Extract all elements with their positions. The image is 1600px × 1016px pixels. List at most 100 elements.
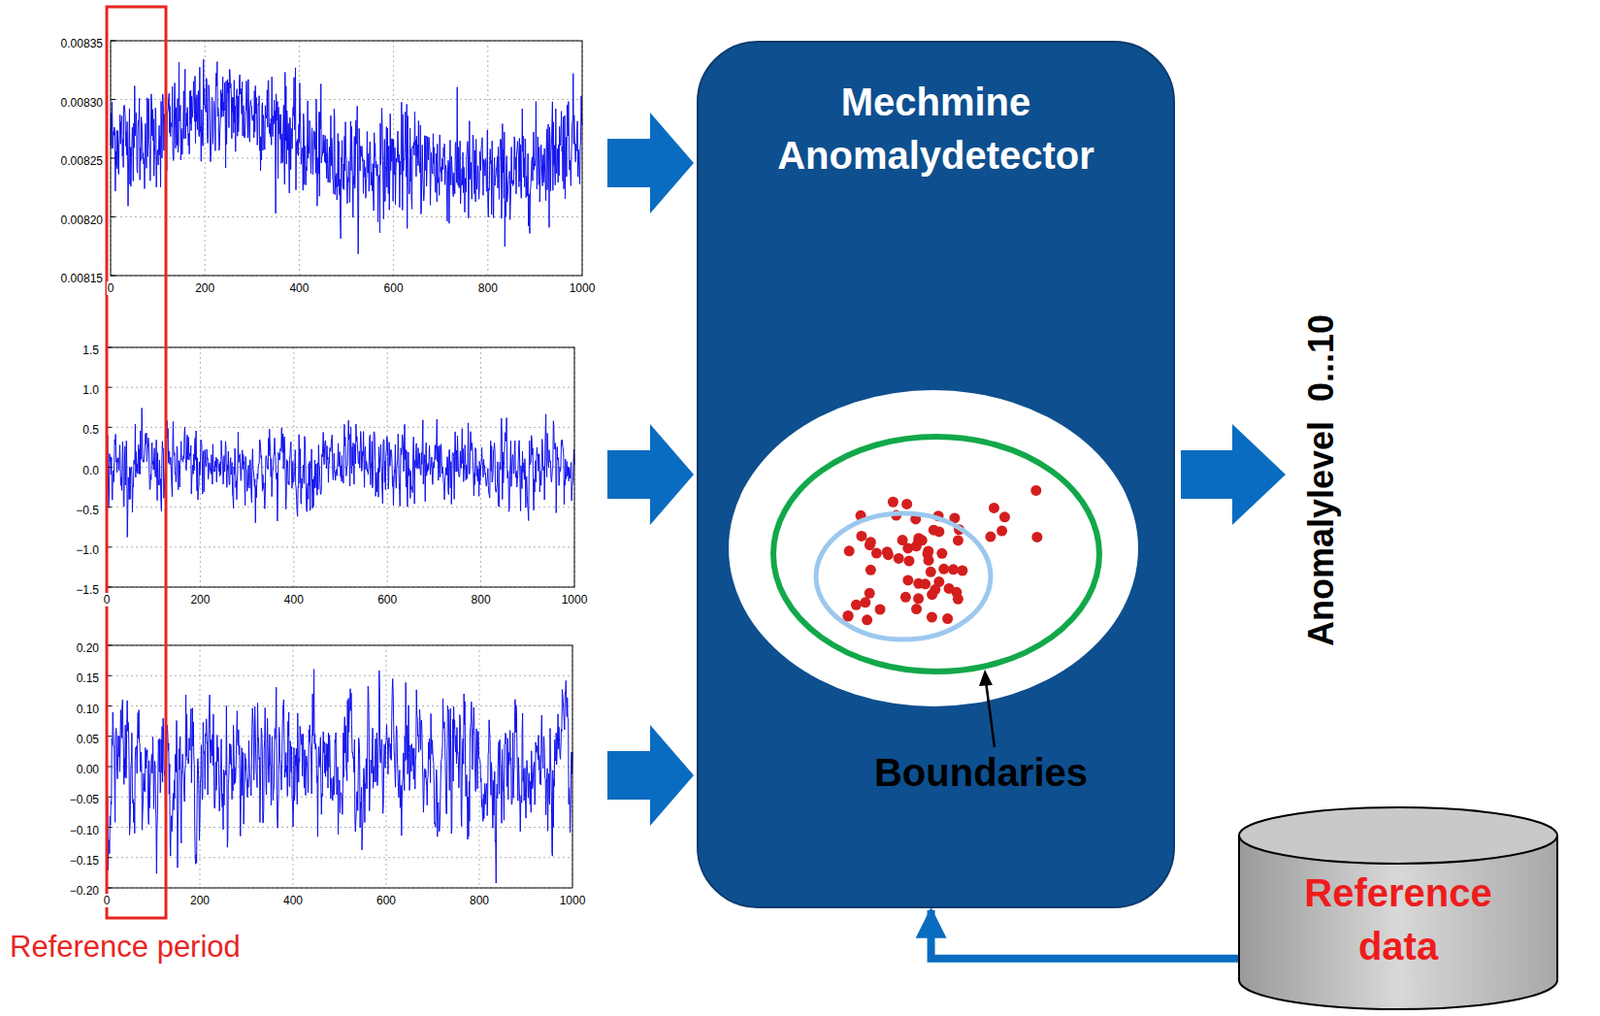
leader-arrowhead	[979, 669, 993, 686]
grid-line	[386, 645, 388, 888]
data-point	[926, 611, 938, 622]
grid-line	[106, 675, 573, 677]
tick-mark	[110, 216, 116, 218]
data-point	[952, 534, 964, 546]
data-point	[893, 553, 905, 564]
tick-mark	[110, 40, 116, 42]
data-point	[911, 603, 922, 615]
grid-line	[106, 387, 575, 389]
data-point	[864, 587, 876, 599]
axis-tick-label: 800	[477, 281, 499, 295]
axis-tick-label: 1.5	[81, 343, 100, 358]
axis-tick-label: 800	[468, 893, 490, 908]
cylinder-label: Reference data	[1267, 866, 1530, 974]
axis-tick-label: 800	[470, 592, 492, 607]
axis-tick-label: 1.0	[81, 383, 100, 397]
data-point	[887, 496, 899, 508]
axis-tick-label: 200	[189, 592, 211, 607]
data-point	[925, 566, 937, 578]
axis-tick-label: 400	[282, 893, 304, 908]
data-point	[933, 576, 945, 588]
data-point	[902, 574, 914, 586]
input-arrow	[607, 424, 694, 525]
data-point	[855, 530, 867, 542]
axis-tick-label: 0.00820	[60, 213, 104, 228]
grid-line	[106, 856, 573, 858]
data-point	[923, 555, 935, 566]
database-cylinder: Reference data	[1238, 806, 1559, 1010]
data-point	[938, 563, 949, 575]
signal-trace	[106, 669, 573, 883]
axis-tick-label: 0.5	[81, 423, 100, 437]
axis-tick-label: −0.5	[74, 503, 100, 518]
axis-tick-label: 0	[106, 281, 116, 295]
axis-tick-label: 0.10	[75, 702, 100, 717]
data-point	[859, 596, 871, 608]
data-point	[999, 511, 1011, 523]
plot-frame	[110, 40, 583, 276]
data-point	[944, 583, 955, 594]
axis-tick-label: 0.05	[75, 732, 100, 747]
tick-mark	[110, 158, 116, 160]
axis-tick-label: 600	[376, 592, 398, 607]
axis-tick-label: 600	[375, 893, 397, 908]
data-point	[844, 545, 855, 556]
axis-tick-label: 200	[194, 281, 216, 295]
plot	[106, 645, 573, 888]
axis-tick-label: 0.00835	[60, 36, 104, 51]
tick-mark	[110, 98, 116, 100]
axis-tick-label: 0.00815	[60, 271, 104, 286]
axis-tick-label: 0.15	[75, 671, 100, 686]
axis-tick-label: 0.00830	[60, 96, 104, 110]
data-point	[913, 578, 924, 589]
signal-trace	[110, 59, 583, 255]
data-point	[865, 564, 877, 576]
data-point	[956, 564, 968, 576]
axis-tick-label: −1.5	[74, 583, 100, 597]
grid-line	[479, 645, 481, 888]
data-point	[1030, 485, 1042, 496]
data-point	[900, 591, 912, 603]
grid-line	[199, 645, 201, 888]
plot-frame	[106, 347, 575, 588]
data-point	[871, 548, 882, 559]
grid-line	[106, 426, 575, 428]
axis-tick-label: −0.05	[68, 792, 100, 807]
axis-tick-label: 400	[283, 592, 305, 607]
signal-trace	[106, 408, 575, 538]
leader-line	[985, 681, 995, 748]
axis-tick-label: 1000	[560, 592, 589, 607]
input-arrow	[607, 724, 694, 826]
axis-tick-label: −0.15	[68, 853, 100, 868]
data-point	[874, 604, 885, 616]
axis-tick-label: −0.20	[68, 883, 100, 898]
data-point	[936, 548, 947, 559]
axis-tick-label: 1000	[558, 893, 588, 908]
box-fill	[697, 41, 1175, 908]
axis-tick-label: 0.00	[75, 762, 100, 777]
axis-tick-label: 0.00825	[60, 154, 104, 168]
axis-tick-label: 0.20	[75, 641, 100, 655]
axis-tick-label: 200	[189, 893, 211, 908]
axis-tick-label: 0	[102, 592, 112, 607]
data-point	[996, 525, 1008, 537]
axis-tick-label: −0.10	[68, 823, 100, 838]
axis-tick-label: 1000	[568, 281, 597, 295]
data-point	[850, 599, 862, 611]
data-point	[901, 498, 913, 510]
output-arrow	[1180, 424, 1286, 525]
data-point	[922, 545, 934, 556]
feature-space	[728, 390, 1139, 707]
data-point	[984, 531, 996, 543]
plot	[110, 40, 583, 276]
data-point	[926, 588, 938, 600]
data-point	[911, 540, 922, 552]
axis-tick-label: 0.0	[81, 463, 100, 478]
grid-line	[106, 705, 573, 707]
data-point	[881, 546, 893, 557]
axis-tick-label: 400	[288, 281, 310, 295]
reference-period-box	[106, 6, 166, 918]
grid-line	[110, 98, 583, 100]
